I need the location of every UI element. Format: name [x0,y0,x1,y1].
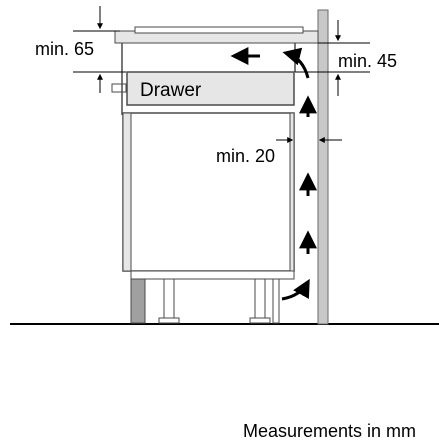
drawer-handle [111,83,127,93]
drawer-label: Drawer [140,80,202,101]
leg-front-inner [163,278,175,324]
leg-back-inner [254,278,266,324]
footer-label: Measurements in mm [243,421,416,441]
airflow-arrow-curve-bottom [281,278,310,301]
hob [134,26,304,34]
wall [317,9,329,325]
plinth [130,270,295,280]
leg-foot-left [158,317,180,324]
leg-front-left [130,278,146,324]
cabinet-body [122,112,295,272]
airflow-arrow-curve-top [282,47,310,79]
drawer-front [126,71,295,106]
cabinet-back-panel [289,112,295,272]
leg-back-right [272,278,280,324]
dim-top-right-label: min. 45 [338,51,397,71]
dim-side-label: min. 20 [216,146,275,166]
leg-foot-right [249,317,271,324]
dim-top-left-label: min. 65 [35,39,94,59]
cabinet-side-panel [122,112,132,272]
